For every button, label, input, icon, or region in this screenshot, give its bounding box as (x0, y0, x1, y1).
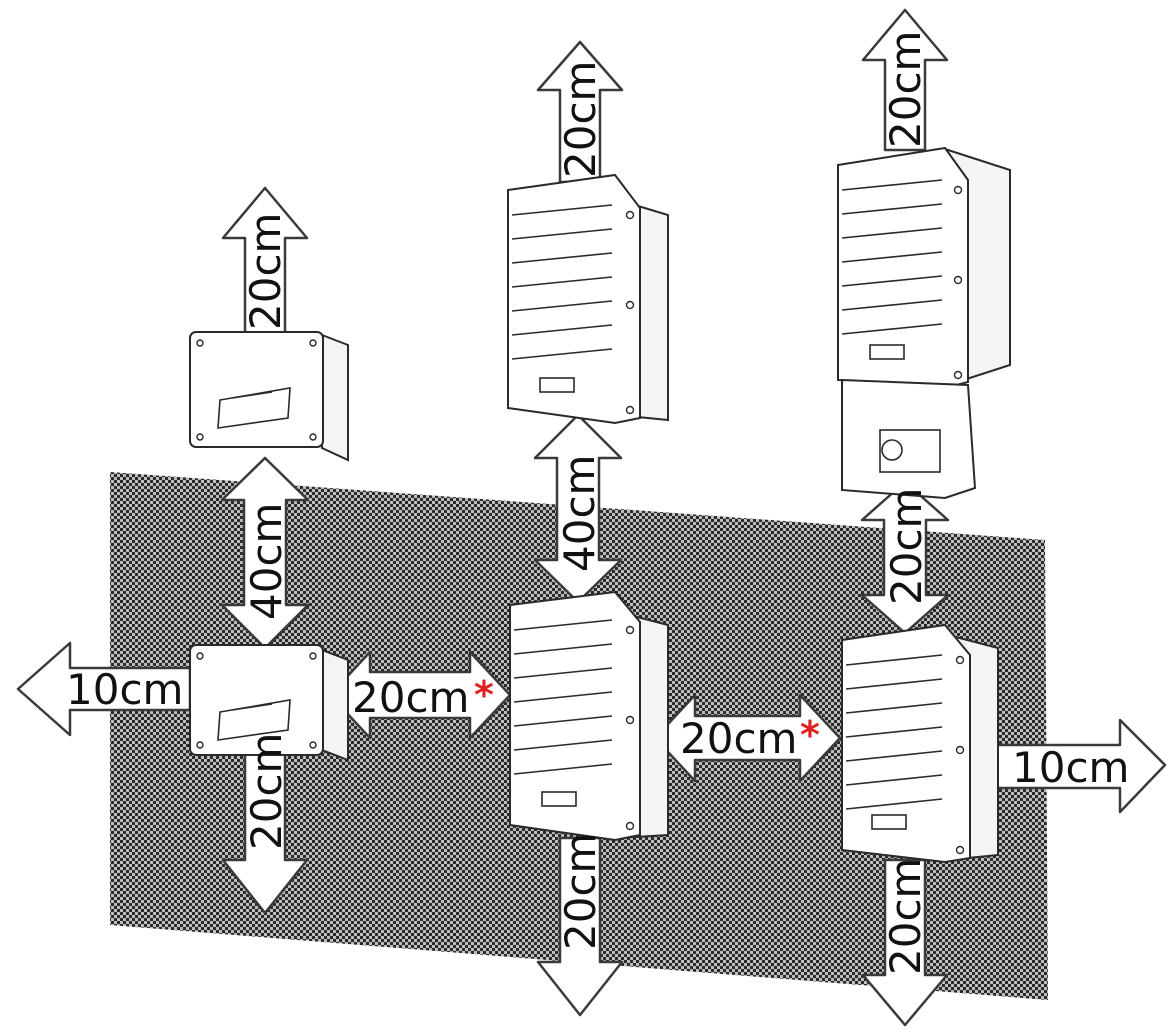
arrow-down-small (221, 750, 309, 915)
mid-inverter-bottom (509, 590, 669, 842)
louver-line (513, 643, 613, 655)
label-right-side: 10cm (1012, 743, 1129, 792)
asterisk-gap-left: * (474, 673, 494, 717)
label-vert-small: 40cm (242, 503, 291, 620)
label-top-mid: 20cm (556, 61, 605, 178)
louver-line (841, 251, 943, 263)
arrow-up-small (221, 186, 309, 337)
label-gap-right: 20cm (680, 714, 797, 763)
louver-line (511, 324, 613, 336)
label-top-small: 20cm (241, 213, 290, 330)
label-bottom-mid: 20cm (556, 833, 605, 950)
arrow-left (16, 641, 192, 737)
louver-line (511, 228, 613, 240)
arrow-up-mid (536, 40, 624, 184)
louver-line (841, 275, 943, 287)
louver-line (511, 204, 613, 216)
arrow-down-right (861, 858, 949, 1027)
small-inverter-top (189, 331, 349, 462)
arrow-up-right (861, 8, 949, 152)
louver-line (845, 726, 943, 738)
right-inverter-bottom (841, 623, 999, 864)
mid-inverter-top (507, 173, 669, 425)
louver-line (845, 702, 943, 714)
louver-line (513, 619, 613, 631)
louver-line (845, 774, 943, 786)
label-vert-right: 20cm (882, 488, 931, 605)
label-left-side: 10cm (66, 665, 183, 714)
louver-line (841, 203, 943, 215)
louver-line (511, 348, 613, 360)
louver-line (845, 750, 943, 762)
asterisk-gap-right: * (800, 713, 820, 757)
louver-line (845, 654, 943, 666)
louver-line (841, 227, 943, 239)
louver-line (841, 323, 943, 335)
arrow-gap-right (653, 693, 842, 783)
label-vert-mid: 40cm (555, 455, 604, 572)
louver-line (845, 678, 943, 690)
louver-line (841, 179, 943, 191)
louver-line (511, 252, 613, 264)
label-bottom-small: 20cm (242, 733, 291, 850)
louver-line (511, 300, 613, 312)
louver-line (513, 739, 613, 751)
louver-line (513, 763, 613, 775)
louver-line (513, 715, 613, 727)
small-inverter-bottom (189, 644, 349, 762)
louver-line (511, 276, 613, 288)
label-gap-left: 20cm (352, 673, 469, 722)
louver-line (513, 667, 613, 679)
arrow-down-mid (536, 836, 624, 1017)
arrow-right (978, 718, 1167, 814)
label-top-right: 20cm (881, 31, 930, 148)
louver-line (513, 691, 613, 703)
right-inverter-top (837, 146, 1011, 500)
louver-line (841, 299, 943, 311)
louver-line (845, 798, 943, 810)
label-bottom-right: 20cm (881, 858, 930, 975)
